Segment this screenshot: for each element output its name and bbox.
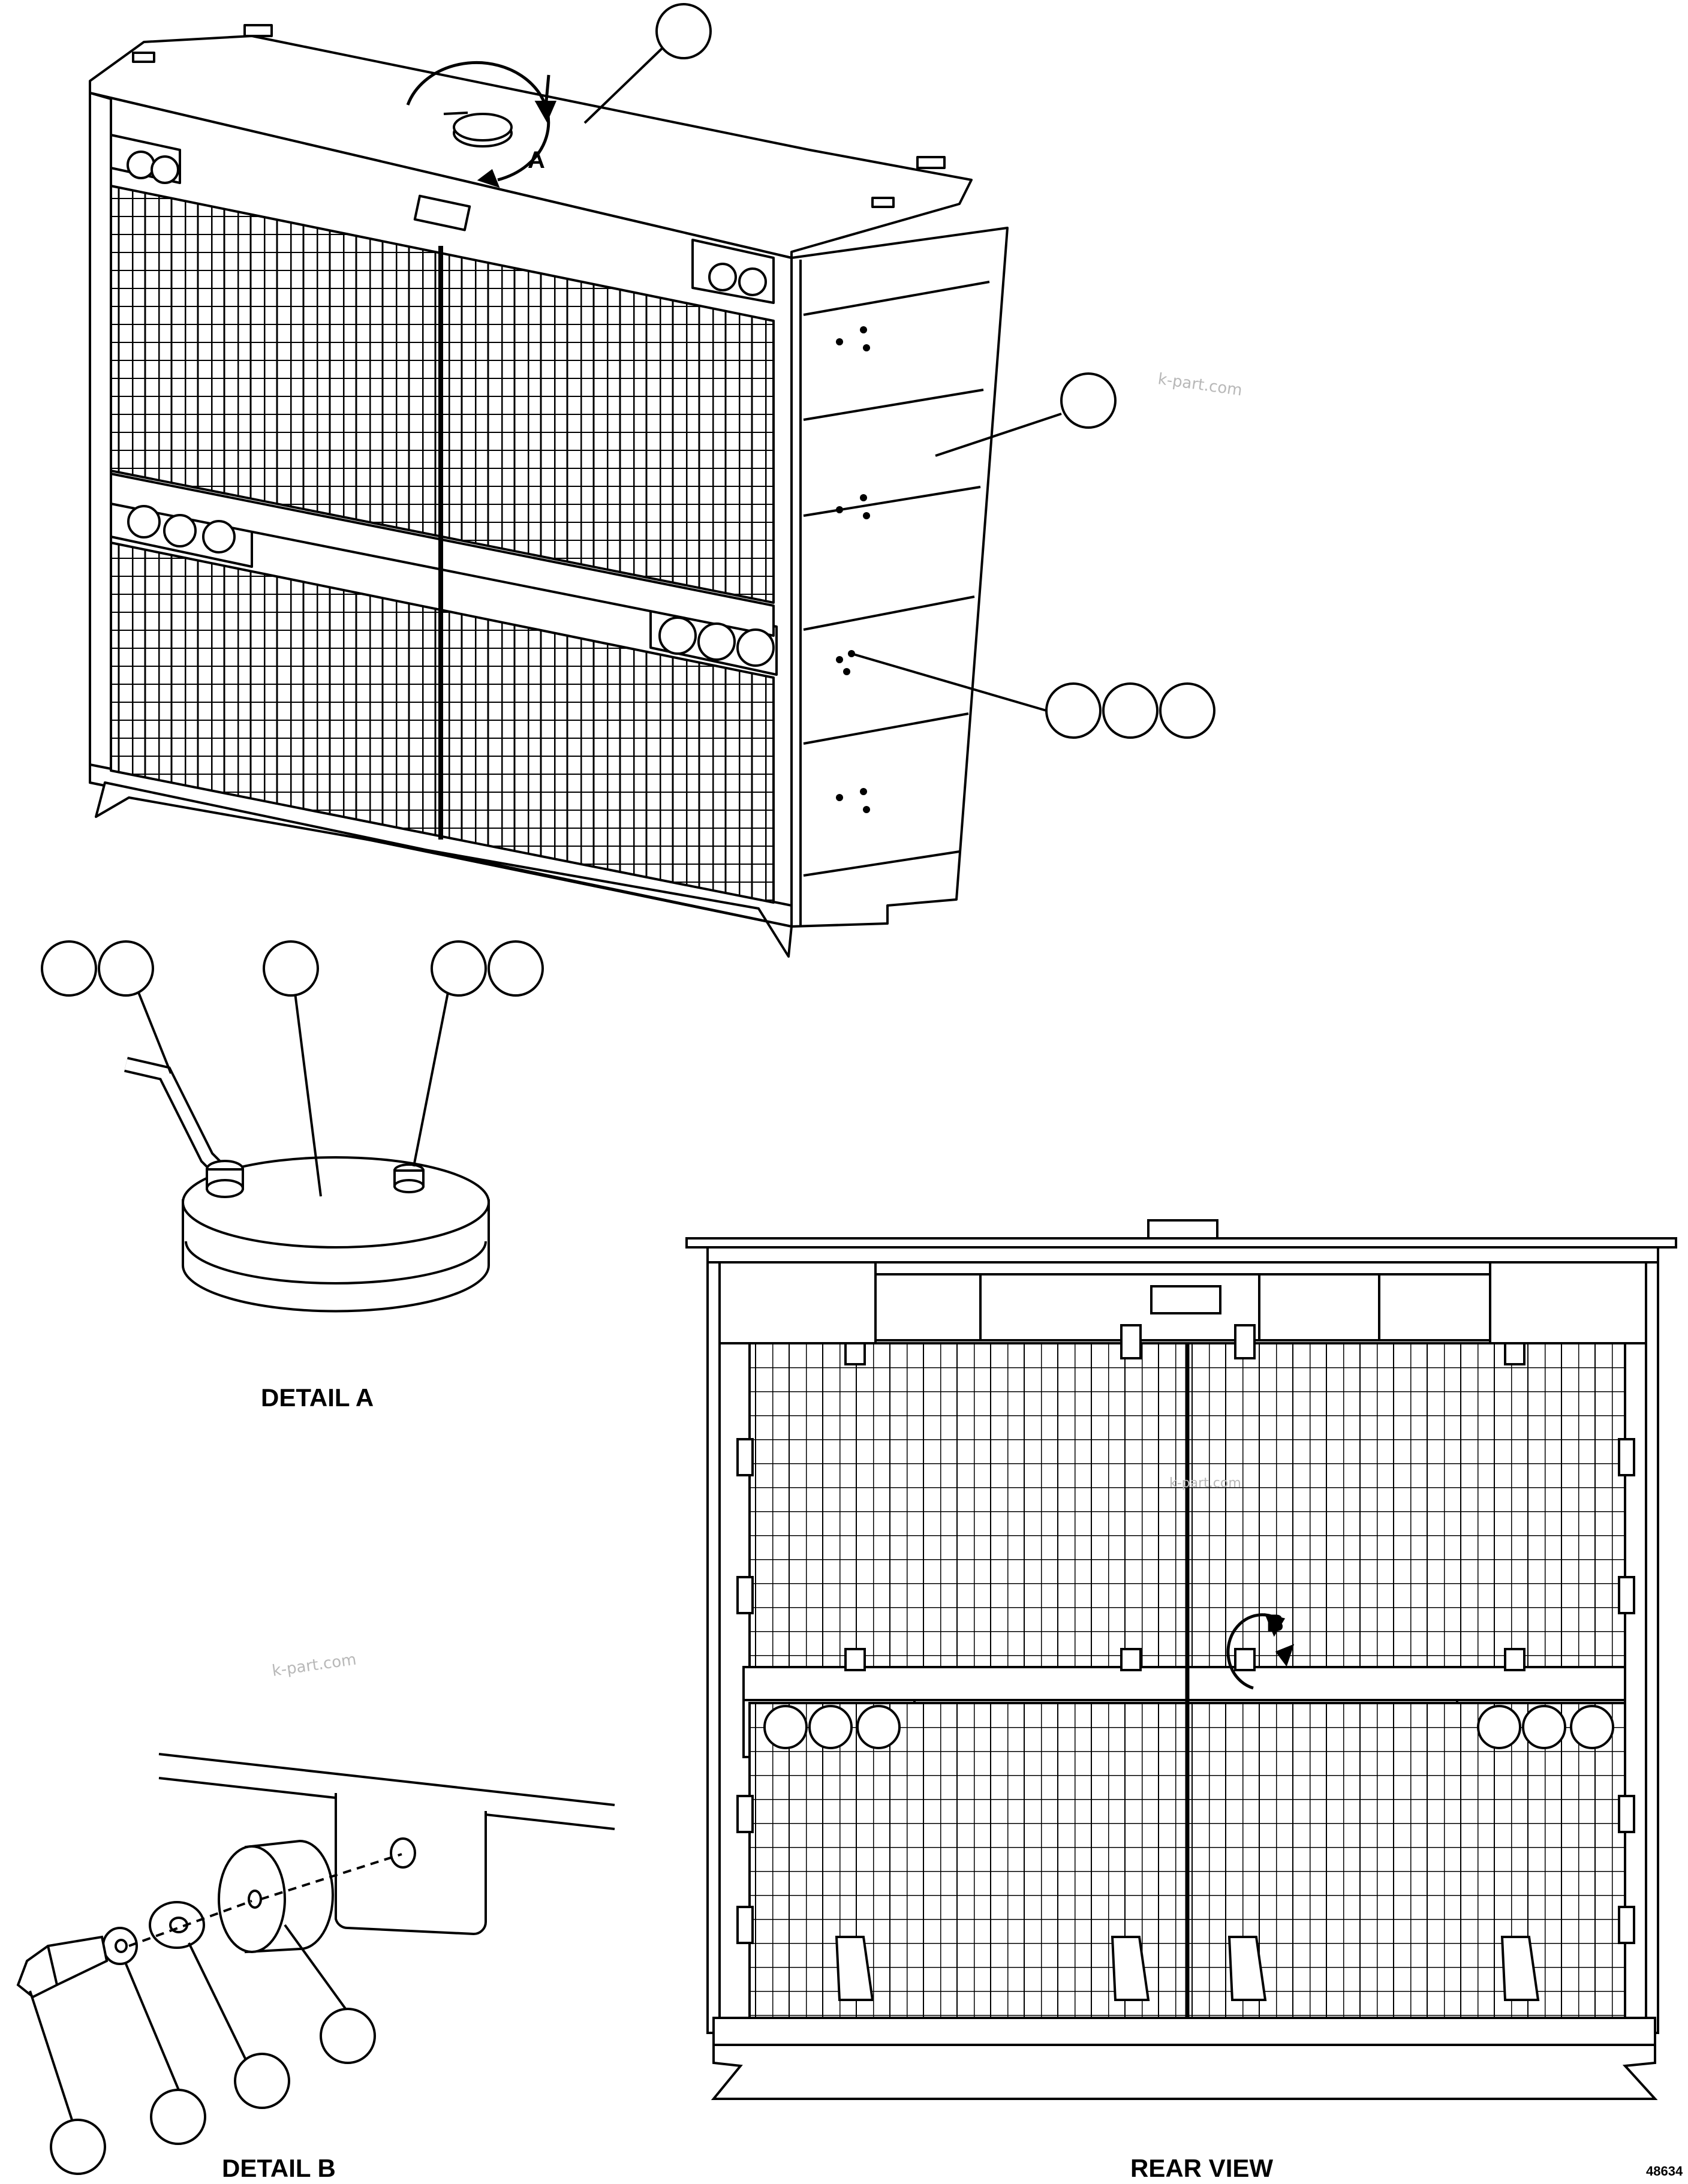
balloon-a-5 — [488, 940, 544, 997]
figure-number: 48634 — [1646, 2164, 1683, 2179]
watermark-2: k-part.com — [271, 1651, 357, 1680]
balloon-b-4 — [50, 2119, 106, 2175]
rear-view-title: REAR VIEW — [1130, 2154, 1273, 2182]
detail-b-title: DETAIL B — [222, 2154, 336, 2182]
balloon-bolt-3 — [1159, 682, 1215, 739]
detail-a-title: DETAIL A — [261, 1383, 374, 1412]
balloon-bolt-1 — [1045, 682, 1102, 739]
rear-view-flanges — [763, 1705, 1614, 1749]
balloon-b-3 — [150, 2089, 206, 2145]
watermark-1: k-part.com — [1157, 370, 1243, 399]
callout-a-label: A — [528, 147, 545, 173]
balloon-b-2 — [234, 2053, 290, 2109]
balloon-b-1 — [320, 2008, 376, 2064]
balloon-a-4 — [431, 940, 487, 997]
balloon-a-2 — [98, 940, 154, 997]
detail-a-filler-cap — [41, 940, 544, 1313]
rear-view — [685, 1219, 1677, 2100]
balloon-top — [655, 3, 712, 59]
detail-b-mount — [16, 1753, 615, 2175]
filler-cap-iso — [406, 61, 557, 188]
watermark-3: k-part.com — [1169, 1476, 1241, 1491]
balloons-iso — [583, 3, 1215, 739]
bolt — [16, 1935, 109, 1999]
callout-b-label: B — [1266, 1610, 1284, 1637]
side-bolts — [836, 326, 870, 813]
balloon-a-1 — [41, 940, 97, 997]
balloon-bolt-2 — [1102, 682, 1159, 739]
balloon-side-panel — [1060, 372, 1117, 429]
pipe-flanges-iso — [127, 151, 775, 667]
balloon-a-3 — [263, 940, 319, 997]
isometric-radiator-assembly — [89, 24, 1009, 958]
